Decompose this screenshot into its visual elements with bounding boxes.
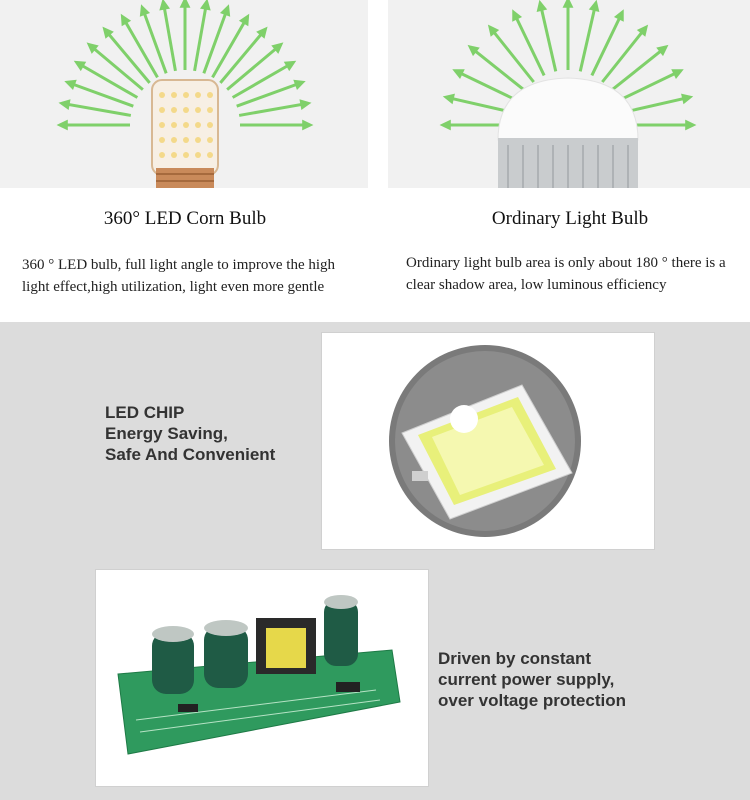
light-ray-arrowhead: [656, 44, 669, 57]
light-ray-arrowhead: [299, 99, 312, 111]
light-ray-arrowhead: [58, 99, 71, 111]
light-ray: [512, 11, 546, 77]
light-ray-arrowhead: [73, 60, 87, 72]
led-chip-icon: [389, 345, 581, 537]
light-ray: [236, 80, 303, 108]
light-ray-arrowhead: [536, 0, 548, 12]
light-ray: [616, 69, 682, 103]
light-ray: [578, 2, 598, 72]
driver-line-2: current power supply,: [438, 670, 615, 689]
light-ray-arrowhead: [139, 4, 151, 17]
light-ray: [226, 43, 282, 91]
light-ray: [454, 69, 520, 103]
light-ray-arrowhead: [512, 9, 523, 22]
light-ray-arrowhead: [179, 0, 191, 8]
light-ray: [538, 2, 558, 72]
light-ray-arrowhead: [588, 0, 600, 12]
driver-line-3: over voltage protection: [438, 691, 626, 710]
light-ray-arrowhead: [442, 93, 455, 105]
light-ray: [75, 61, 139, 99]
corn-bulb-description: 360 ° LED bulb, full light angle to impr…: [22, 257, 336, 295]
light-ray: [211, 15, 249, 79]
light-ray: [238, 101, 309, 117]
light-ray: [231, 61, 295, 99]
light-ray-arrowhead: [102, 26, 114, 39]
light-ray-arrowhead: [219, 4, 231, 17]
light-ray-arrowhead: [439, 119, 451, 131]
light-ray-arrowhead: [487, 24, 500, 37]
driver-board-card: [96, 570, 428, 786]
chip-line-3: Safe And Convenient: [105, 445, 276, 464]
light-ray: [88, 43, 144, 91]
light-ray: [121, 15, 159, 79]
light-ray-arrowhead: [86, 42, 99, 54]
light-ray-arrowhead: [671, 69, 684, 80]
light-ray-arrowhead: [613, 9, 624, 22]
light-ray-arrowhead: [452, 69, 465, 80]
light-ray-arrowhead: [562, 0, 574, 8]
corn-bulb-title: 360° LED Corn Bulb: [103, 208, 267, 229]
light-ray: [202, 7, 230, 74]
light-ray-arrowhead: [685, 119, 697, 131]
chip-feature-text: LED CHIP Energy Saving, Safe And Conveni…: [105, 402, 325, 465]
light-ray-arrowhead: [302, 119, 314, 131]
light-ray-arrowhead: [681, 93, 694, 105]
chip-line-1: LED CHIP: [105, 403, 185, 422]
light-ray-arrowhead: [293, 79, 306, 91]
light-ray-arrowhead: [120, 13, 132, 27]
light-ray: [590, 11, 624, 77]
light-ray-arrowhead: [283, 60, 297, 72]
ordinary-bulb-title: Ordinary Light Bulb: [491, 208, 649, 229]
light-ray: [61, 101, 132, 117]
light-ray: [103, 28, 151, 84]
light-ray-arrowhead: [467, 44, 480, 57]
light-ray: [469, 45, 526, 92]
light-ray-arrowhead: [199, 0, 211, 11]
ordinary-bulb-image: [388, 0, 750, 188]
light-ray: [140, 7, 168, 74]
circuit-board-icon: [117, 595, 401, 755]
light-ray: [161, 1, 177, 72]
light-ray: [193, 1, 209, 72]
light-ray-arrowhead: [56, 119, 68, 131]
light-ray-arrowhead: [256, 26, 268, 39]
light-ray-arrowhead: [636, 24, 649, 37]
light-ray: [610, 45, 667, 92]
light-ray: [601, 26, 648, 83]
led-chip-card: [322, 333, 654, 549]
driver-line-1: Driven by constant: [438, 649, 592, 668]
ordinary-bulb-icon: [388, 0, 750, 188]
light-ray: [621, 95, 691, 115]
corn-bulb-image: [0, 0, 368, 188]
ordinary-bulb-description: Ordinary light bulb area is only about 1…: [406, 255, 726, 293]
light-ray: [445, 95, 515, 115]
chip-line-2: Energy Saving,: [105, 424, 228, 443]
light-ray-arrowhead: [64, 79, 77, 91]
light-ray: [219, 28, 267, 84]
light-ray-arrowhead: [271, 42, 284, 54]
light-ray: [67, 80, 134, 108]
corn-bulb-icon: [0, 0, 368, 188]
light-ray-arrowhead: [159, 0, 171, 11]
light-ray-arrowhead: [238, 13, 250, 27]
driver-feature-text: Driven by constant current power supply,…: [438, 648, 738, 711]
light-ray: [488, 26, 535, 83]
